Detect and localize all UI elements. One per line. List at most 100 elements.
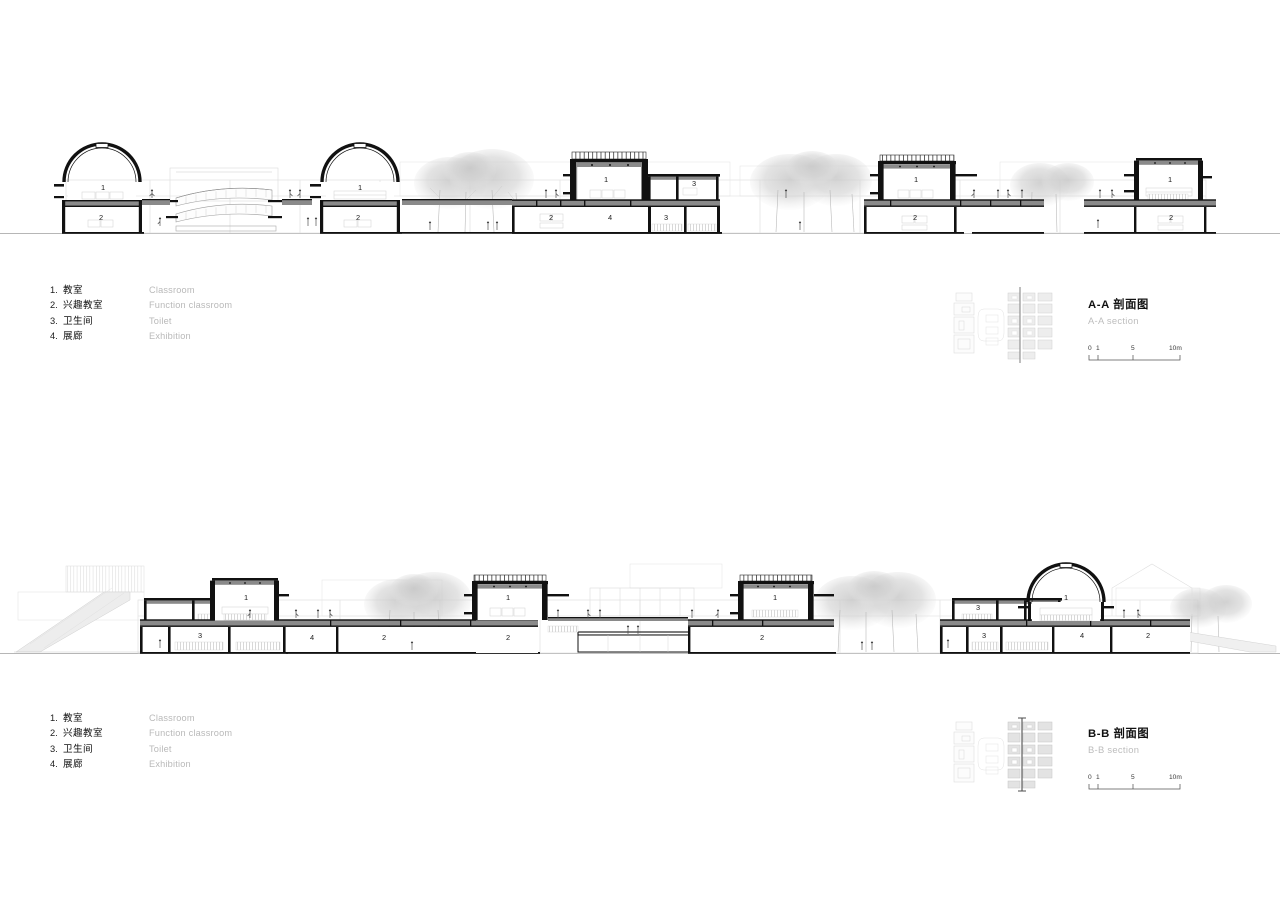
- legend-label-cn: 卫生间: [63, 315, 93, 327]
- svg-text:3: 3: [198, 631, 202, 640]
- tree-cluster-mid: [750, 151, 872, 233]
- scale-tick-0: 0: [1088, 774, 1092, 781]
- legend-label-en: Classroom: [149, 285, 195, 295]
- scale-tick-5: 5: [1131, 774, 1135, 781]
- legend-item: 3. 卫生间 Toilet: [50, 742, 232, 757]
- legend-label-cn: 展廊: [63, 330, 83, 342]
- svg-text:1: 1: [506, 593, 510, 602]
- section-line-bb-end-marks: [1018, 717, 1026, 792]
- svg-text:1: 1: [1064, 593, 1068, 602]
- legend-label-en: Function classroom: [149, 300, 233, 311]
- legend-label-cn: 展廊: [63, 758, 83, 770]
- legend-number: 1.: [50, 713, 58, 723]
- legend-number: 4.: [50, 758, 58, 769]
- svg-text:2: 2: [506, 633, 510, 642]
- legend-number: 4.: [50, 330, 58, 341]
- legend-item: 1. 教室 Classroom: [50, 283, 232, 298]
- scale-bar-bb: 0 1 5 10m: [1087, 771, 1193, 797]
- svg-text:3: 3: [982, 631, 986, 640]
- unit-center-block: 1 3: [402, 151, 722, 234]
- courtyard-platform: [547, 587, 695, 653]
- svg-text:1: 1: [773, 593, 777, 602]
- section-drawing-aa: 1 2: [0, 110, 1280, 250]
- section-title-cn: B-B 剖面图: [1088, 728, 1150, 740]
- svg-text:2: 2: [1169, 213, 1173, 222]
- svg-text:3: 3: [692, 179, 696, 188]
- section-aa-graphic: 1 2: [0, 142, 1280, 234]
- unit-flat-1: 1 2: [864, 154, 1044, 234]
- tree-cluster-left: [414, 149, 534, 233]
- legend-label-en: Classroom: [149, 713, 195, 723]
- legend-label-en: Toilet: [149, 315, 172, 326]
- unit-b-vault-right: 1: [1018, 562, 1114, 621]
- tree-cluster-b3: [1170, 585, 1252, 653]
- legend-label-cn: 教室: [63, 285, 83, 296]
- svg-text:2: 2: [549, 213, 553, 222]
- svg-text:4: 4: [1080, 631, 1084, 640]
- svg-text:1: 1: [101, 183, 105, 192]
- scale-tick-1: 1: [1096, 345, 1100, 352]
- svg-text:4: 4: [310, 633, 314, 642]
- unit-b-center: 1 2: [464, 574, 569, 653]
- scale-figures: [149, 189, 1115, 230]
- key-plan-bb: [950, 712, 1062, 796]
- svg-text:1: 1: [244, 593, 248, 602]
- unit-b-classroom-1: 1: [210, 578, 289, 621]
- key-plan-aa-graphic: [953, 287, 1053, 363]
- section-title-bb: B-B 剖面图 B-B section: [1088, 725, 1149, 755]
- legend-item: 2. 兴趣教室 Function classroom: [50, 298, 232, 313]
- tree-cluster-b2: [814, 571, 936, 653]
- legend-item: 2. 兴趣教室 Function classroom: [50, 726, 232, 741]
- section-bb-graphic: 3 3: [0, 562, 1280, 654]
- curved-ramp: [166, 167, 282, 232]
- legend-number: 1.: [50, 285, 58, 295]
- legend-label-cn: 兴趣教室: [63, 300, 103, 312]
- scale-bar-aa: 0 1 5 10m: [1087, 342, 1193, 368]
- legend-number: 3.: [50, 315, 58, 326]
- key-plan-bb-graphic: [953, 717, 1053, 792]
- scale-bar-aa-graphic: 0 1 5 10m: [1088, 345, 1182, 361]
- corridor-slab-a1: [142, 199, 312, 205]
- svg-text:2: 2: [356, 213, 360, 222]
- svg-text:1: 1: [604, 175, 608, 184]
- section-drawing-bb: 3 3: [0, 530, 1280, 670]
- svg-text:2: 2: [99, 213, 103, 222]
- svg-text:1: 1: [358, 183, 362, 192]
- unit-flat-2: 1 2: [1084, 158, 1216, 234]
- unit-vault-2: 1 2: [310, 142, 402, 234]
- legend-number: 2.: [50, 300, 58, 311]
- unit-b-right-classroom: 1 2: [688, 574, 836, 654]
- legend-label-en: Exhibition: [149, 330, 191, 341]
- legend-bb: 1. 教室 Classroom 2. 兴趣教室 Function classro…: [50, 711, 232, 772]
- svg-text:2: 2: [382, 633, 386, 642]
- unit-vault-1: 1 2: [54, 142, 144, 234]
- scale-bar-bb-graphic: 0 1 5 10m: [1088, 774, 1182, 790]
- scale-figures: [158, 609, 1141, 650]
- legend-aa: 1. 教室 Classroom 2. 兴趣教室 Function classro…: [50, 283, 232, 344]
- tree-cluster-b1: [364, 572, 472, 653]
- legend-label-cn: 教室: [63, 713, 83, 724]
- section-title-en: A-A section: [1088, 315, 1139, 326]
- svg-text:1: 1: [914, 175, 918, 184]
- legend-number: 2.: [50, 728, 58, 739]
- svg-text:2: 2: [1146, 631, 1150, 640]
- section-title-cn: A-A 剖面图: [1088, 299, 1149, 311]
- scale-tick-0: 0: [1088, 345, 1092, 352]
- legend-label-en: Function classroom: [149, 728, 233, 739]
- scale-tick-10: 10m: [1169, 774, 1182, 781]
- scale-tick-5: 5: [1131, 345, 1135, 352]
- legend-label-cn: 兴趣教室: [63, 728, 103, 740]
- scale-tick-10: 10m: [1169, 345, 1182, 352]
- svg-text:3: 3: [976, 603, 980, 612]
- svg-text:4: 4: [608, 213, 612, 222]
- legend-label-en: Toilet: [149, 743, 172, 754]
- section-title-en: B-B section: [1088, 744, 1140, 755]
- legend-label-cn: 卫生间: [63, 743, 93, 755]
- legend-item: 4. 展廊 Exhibition: [50, 329, 232, 344]
- svg-text:1: 1: [1168, 175, 1172, 184]
- legend-label-en: Exhibition: [149, 758, 191, 769]
- tree-cluster-right: [1010, 163, 1094, 233]
- svg-text:2: 2: [760, 633, 764, 642]
- section-title-aa: A-A 剖面图 A-A section: [1088, 296, 1149, 326]
